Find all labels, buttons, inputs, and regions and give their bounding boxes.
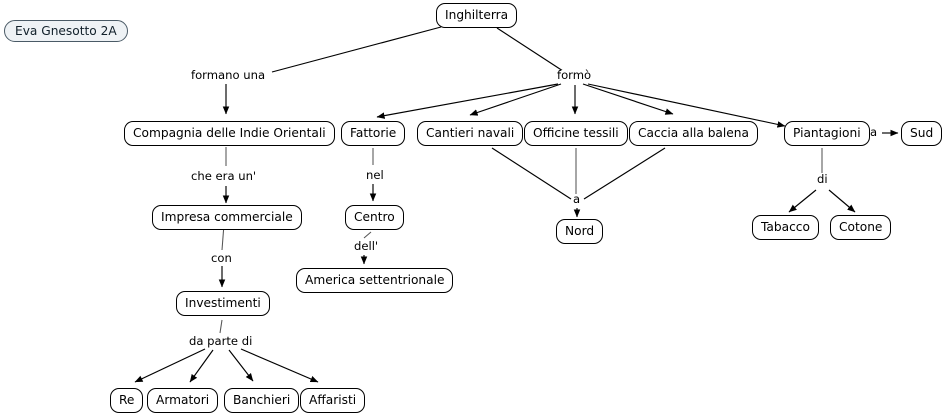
edge-inghilterra-formo — [496, 27, 564, 72]
node-centro[interactable]: Centro — [345, 205, 404, 230]
edge-daparte-banchieri — [228, 349, 254, 382]
edge-formo-fattorie — [376, 83, 559, 119]
node-caccia-alla-balena[interactable]: Caccia alla balena — [629, 121, 758, 146]
link-label-che-era-un: che era un' — [190, 169, 258, 183]
node-banchieri[interactable]: Banchieri — [224, 388, 300, 413]
node-affaristi[interactable]: Affaristi — [300, 388, 366, 413]
edge-caccia-a — [583, 147, 666, 200]
node-re[interactable]: Re — [110, 388, 144, 413]
link-label-a-sud: a — [869, 125, 879, 139]
node-america-settentrionale[interactable]: America settentrionale — [296, 268, 454, 293]
edge-formo-piantagioni — [587, 83, 786, 128]
edge-daparte-armatori — [189, 349, 214, 383]
edge-centro-dell — [363, 231, 372, 239]
node-compagnia-delle-indie-orientali[interactable]: Compagnia delle Indie Orientali — [124, 121, 335, 146]
edge-formo-caccia — [582, 83, 674, 115]
node-inghilterra[interactable]: Inghilterra — [436, 3, 518, 28]
link-label-dell: dell' — [353, 239, 380, 253]
edge-daparte-re — [134, 348, 206, 383]
link-label-da-parte-di: da parte di — [188, 334, 254, 348]
author-badge: Eva Gnesotto 2A — [4, 20, 128, 42]
link-label-nel: nel — [365, 168, 385, 182]
node-sud[interactable]: Sud — [901, 121, 943, 146]
node-fattorie[interactable]: Fattorie — [341, 121, 406, 146]
edge-di-cotone — [828, 189, 856, 213]
edge-cantieri-a — [491, 147, 572, 200]
link-label-con: con — [210, 251, 233, 265]
node-cotone[interactable]: Cotone — [830, 215, 892, 240]
node-officine-tessili[interactable]: Officine tessili — [524, 121, 628, 146]
node-piantagioni[interactable]: Piantagioni — [784, 121, 870, 146]
link-label-formo: formò — [556, 68, 593, 82]
link-label-di: di — [816, 172, 829, 186]
edge-daparte-affaristi — [240, 348, 319, 383]
edge-inghilterra-formano-una — [271, 26, 442, 73]
edge-formo-cantieri — [469, 83, 562, 116]
edge-investimenti-daparte — [219, 319, 223, 334]
node-armatori[interactable]: Armatori — [147, 388, 219, 413]
node-cantieri-navali[interactable]: Cantieri navali — [417, 121, 524, 146]
link-label-a-nord: a — [572, 192, 582, 206]
node-investimenti[interactable]: Investimenti — [176, 291, 270, 316]
edge-di-tabacco — [788, 189, 817, 213]
link-label-formano-una: formano una — [190, 68, 267, 82]
node-nord[interactable]: Nord — [556, 219, 604, 244]
node-impresa-commerciale[interactable]: Impresa commerciale — [152, 205, 302, 230]
node-tabacco[interactable]: Tabacco — [752, 215, 819, 240]
